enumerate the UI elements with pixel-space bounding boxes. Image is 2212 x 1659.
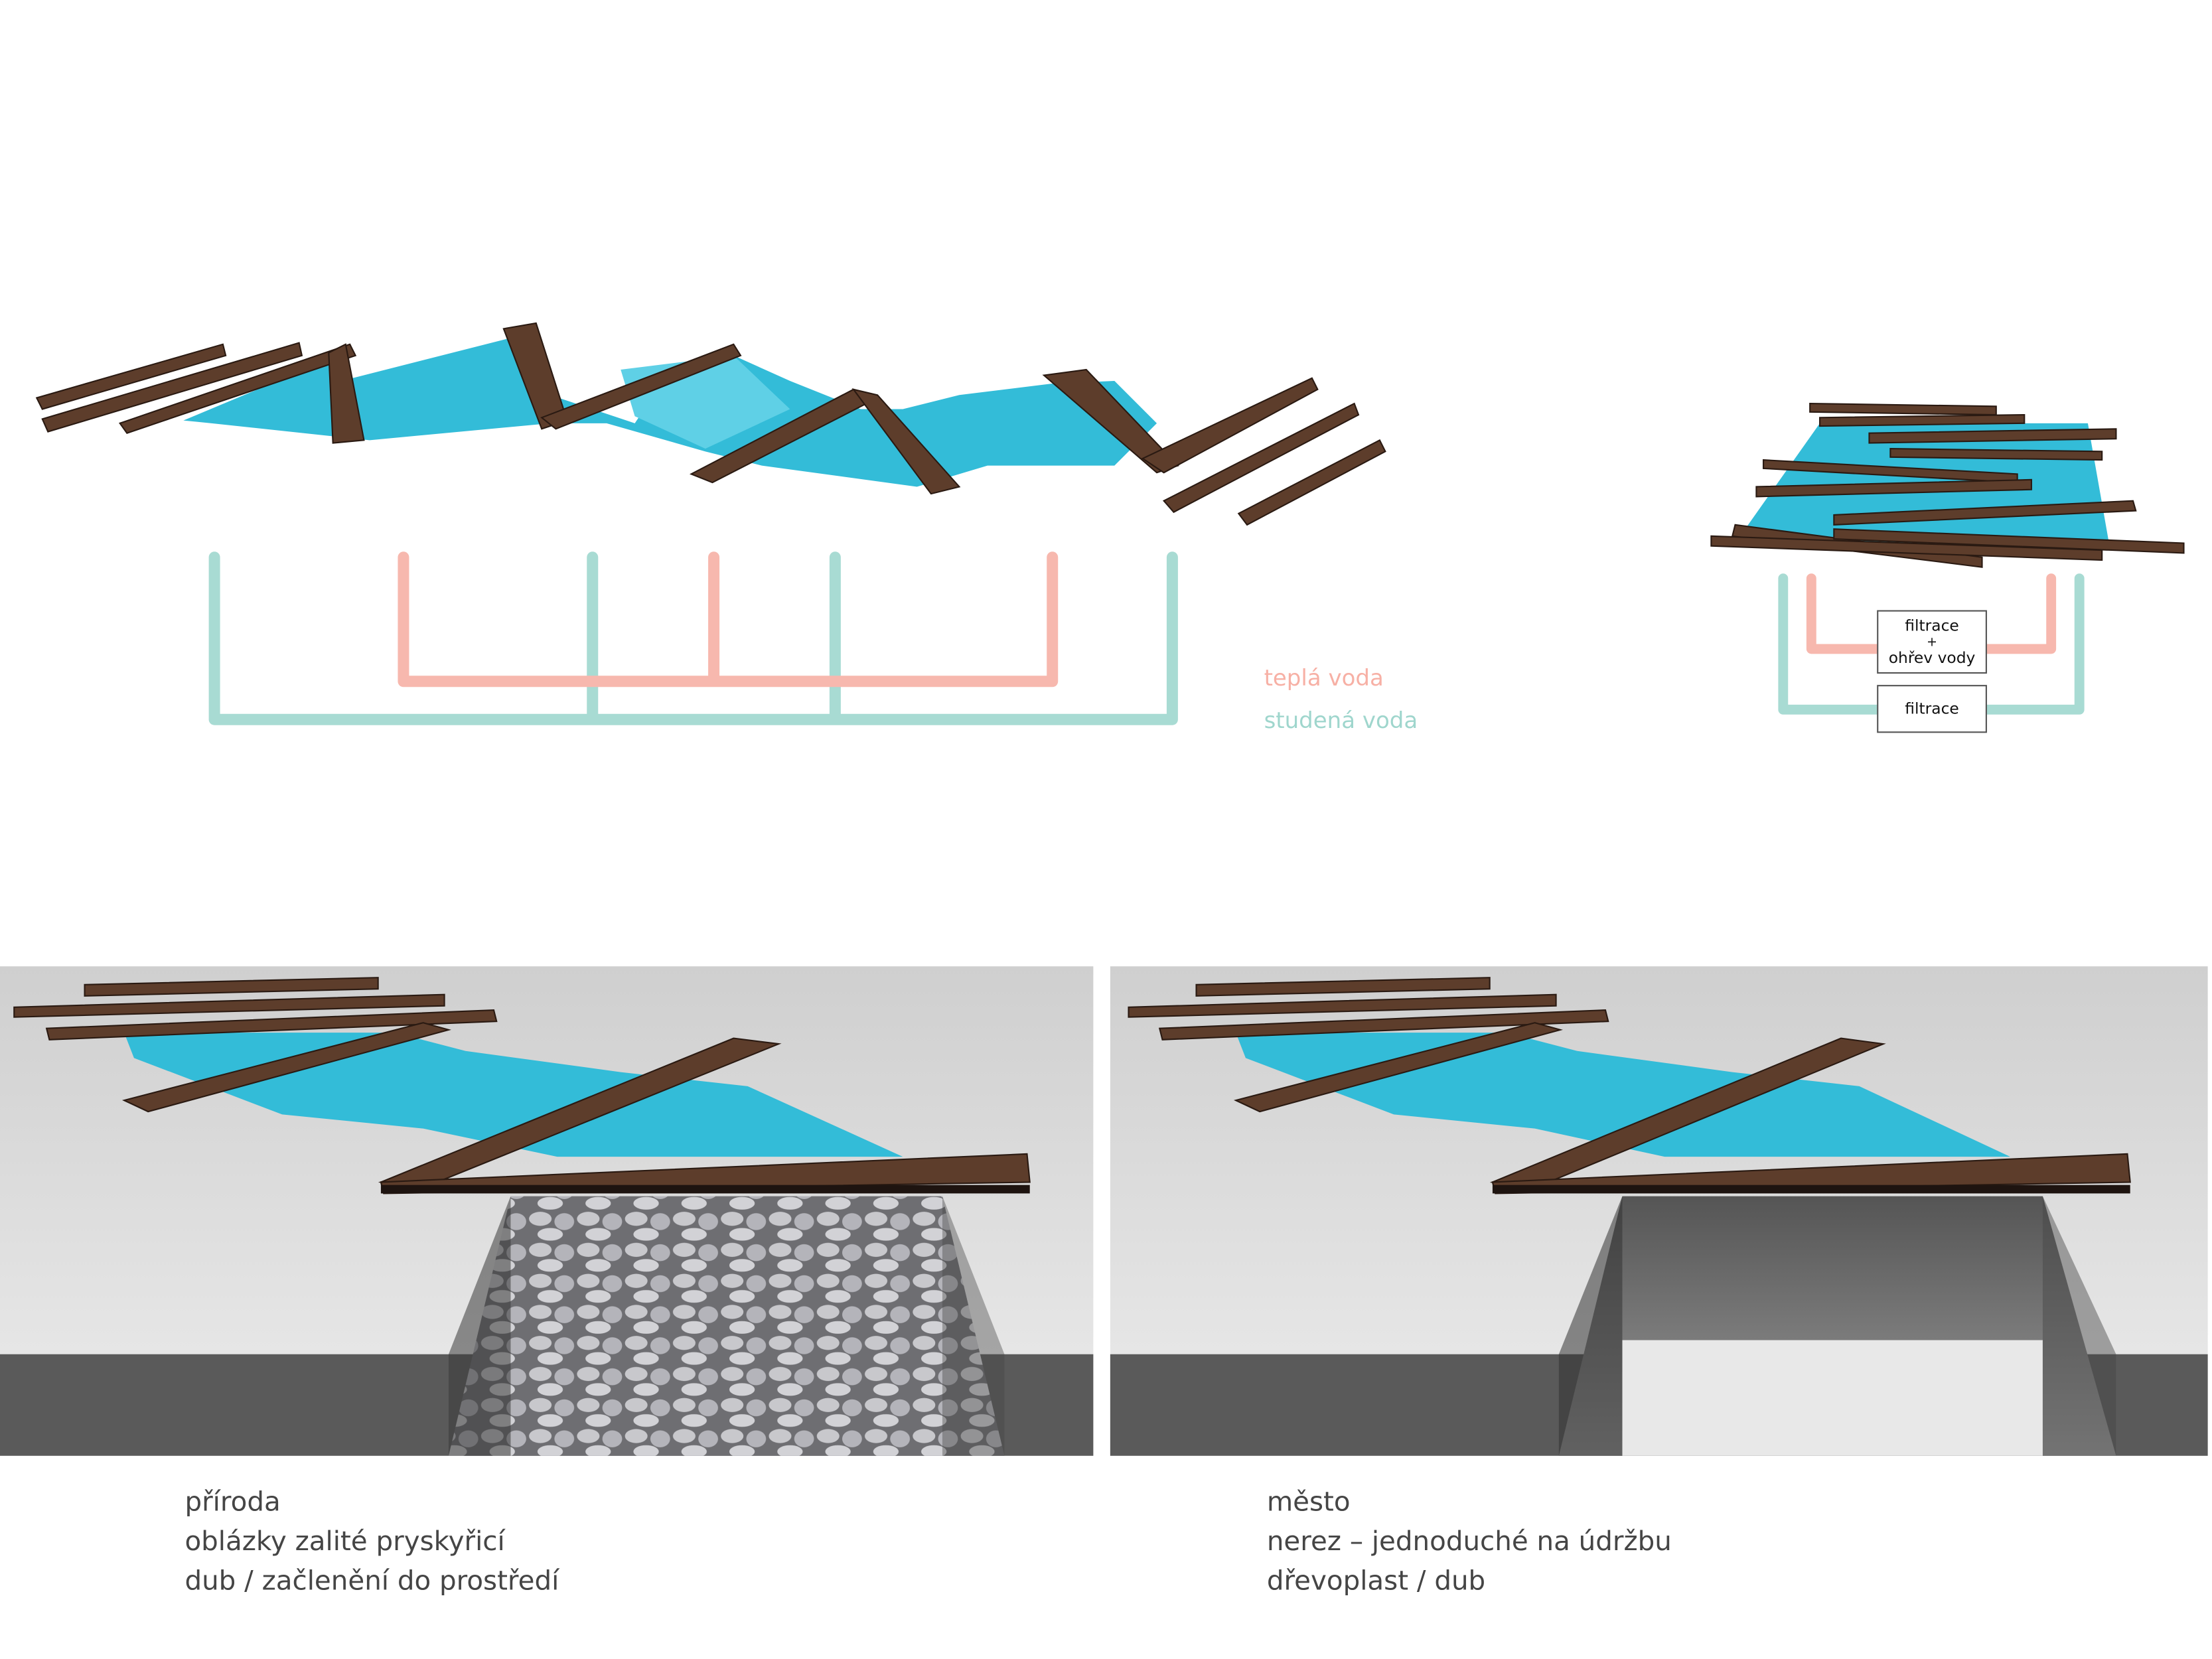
wood-plank	[13, 993, 445, 1018]
filter-label: filtrace	[1905, 616, 1959, 634]
caption-line: oblázky zalité pryskyřicí	[184, 1526, 506, 1557]
wood-plank	[35, 343, 227, 410]
walkway-plan-view	[35, 322, 1386, 526]
wood-plank	[1237, 439, 1386, 526]
heating-label: ohřev vody	[1889, 648, 1976, 667]
filter-label: filtrace	[1905, 699, 1959, 718]
pebble-pit	[448, 1196, 1005, 1456]
wood-plank	[121, 1022, 451, 1113]
wood-plank	[1889, 448, 2103, 461]
wood-plank	[1833, 528, 2185, 554]
caption-nature: příroda oblázky zalité pryskyřicí dub / …	[184, 1486, 560, 1597]
legend-warm-water: teplá voda	[1264, 665, 1384, 691]
wood-plank	[1158, 1009, 1609, 1041]
legend-cold-water: studená voda	[1264, 707, 1418, 734]
plus-sign: +	[1927, 634, 1937, 650]
pipe-diagram	[208, 551, 1178, 725]
caption-line: nerez – jednoduché na údržbu	[1267, 1526, 1672, 1557]
wood-plank	[1868, 428, 2117, 444]
wood-plank	[118, 343, 357, 434]
wood-plank	[1162, 402, 1360, 514]
caption-line: dub / začlenění do prostředí	[184, 1565, 560, 1597]
wood-plank	[41, 342, 303, 433]
wood-plank	[851, 388, 961, 495]
wood-plank	[1809, 402, 1997, 416]
caption-line: dřevoplast / dub	[1267, 1565, 1485, 1597]
caption-city: město nerez – jednoduché na údržbu dřevo…	[1267, 1486, 1672, 1597]
warm-water-pipe	[398, 551, 1059, 687]
wood-plank	[84, 977, 379, 997]
render-nature	[0, 966, 1094, 1456]
wood-plank	[1819, 413, 2026, 427]
wood-plank	[1833, 500, 2137, 526]
wood-plank	[1195, 977, 1491, 997]
render-city	[1110, 966, 2208, 1456]
wood-plank	[540, 343, 742, 430]
wood-plank	[1233, 1022, 1563, 1113]
caption-title: město	[1267, 1486, 1351, 1518]
cold-water-pipe	[208, 551, 1178, 725]
wood-plank	[45, 1009, 498, 1041]
filter-heating-box: filtrace + ohřev vody	[1877, 610, 1987, 674]
caption-title: příroda	[184, 1486, 280, 1518]
filter-box: filtrace	[1877, 685, 1987, 733]
wood-plank	[1710, 535, 2103, 561]
wood-plank	[1141, 377, 1319, 474]
wood-plank	[1128, 993, 1557, 1018]
wood-plank	[328, 343, 365, 444]
wood-plank	[1755, 478, 2032, 498]
walkway-compact-view	[1710, 402, 2185, 568]
